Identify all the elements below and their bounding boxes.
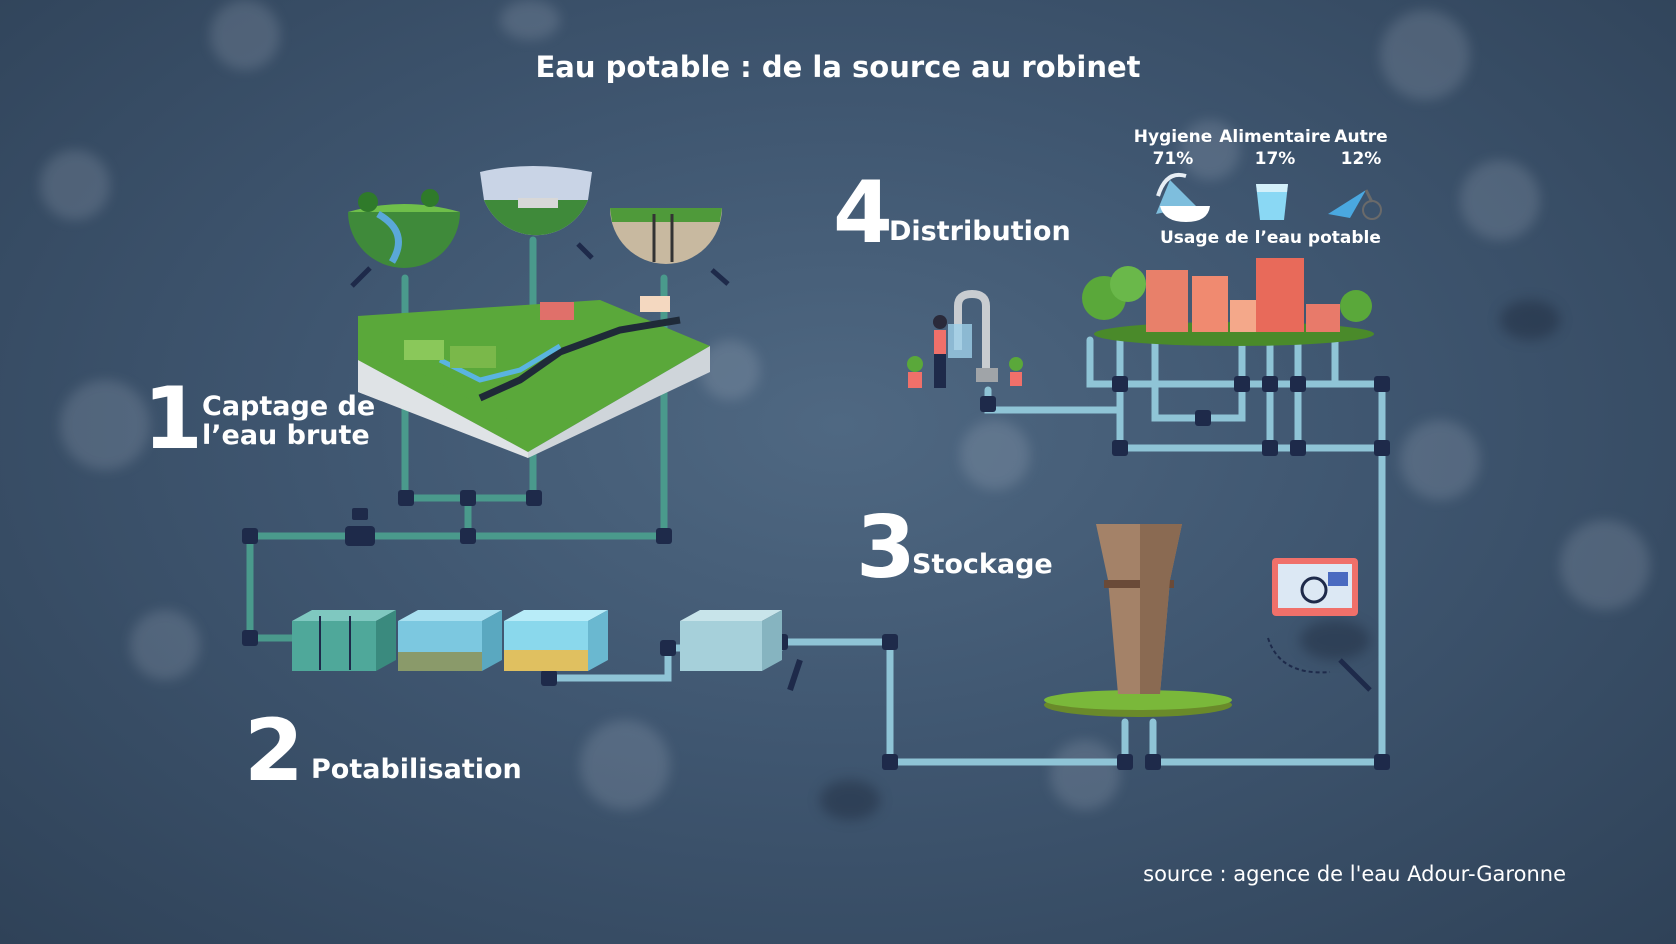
usage-autre-pct: 12% [1340,149,1382,169]
step-1-label-line2: l’eau brute [202,420,370,451]
monitoring-screen-icon [1267,558,1372,692]
tap-person-icon [907,289,1023,388]
water-tower-icon [1044,524,1232,717]
tap-probe-icon [787,659,803,691]
usage-hygiene: Hygiene 71% [1130,126,1216,170]
groundwater-source-icon [610,208,730,286]
treatment-tanks [292,610,803,691]
city-icon [1082,258,1374,346]
water-glass-icon [1256,184,1288,220]
step-1-label-line1: Captage de [202,391,376,422]
step-2-number: 2 [244,701,304,801]
step-3-label: Stockage [912,549,1053,580]
usage-hygiene-pct: 71% [1152,149,1194,169]
pipe-joints-raw [242,490,672,646]
page-title: Eau potable : de la source au robinet [535,50,1141,84]
filtration-tank-icon [504,610,608,671]
source-credit: source : agence de l'eau Adour-Garonne [1143,862,1566,886]
step-4-number: 4 [833,163,893,263]
usage-autre: Autre 12% [1330,126,1392,170]
usage-alimentaire-name: Alimentaire [1219,127,1331,147]
settling-tank-icon [398,610,502,671]
step-4-label: Distribution [889,216,1071,247]
potable-pipes [545,336,1386,766]
river-source-icon [348,189,460,288]
dam-source-icon [480,166,594,260]
landscape-block-icon [358,296,710,458]
usage-hygiene-name: Hygiene [1133,127,1213,147]
usage-autre-name: Autre [1334,127,1388,147]
step-1-number: 1 [143,369,203,469]
bathtub-shower-icon [1156,173,1210,222]
step-2-label: Potabilisation [311,754,522,785]
pipe-joints-potable [541,376,1390,770]
usage-alimentaire-pct: 17% [1254,149,1296,169]
usage-alimentaire: Alimentaire 17% [1219,126,1331,170]
disinfection-tank-icon [680,610,782,671]
screening-tank-icon [292,610,396,671]
sprinkler-icon [1328,189,1382,220]
usage-title: Usage de l’eau potable [1160,228,1381,248]
step-3-number: 3 [856,498,916,598]
raw-water-pipes [246,236,668,642]
